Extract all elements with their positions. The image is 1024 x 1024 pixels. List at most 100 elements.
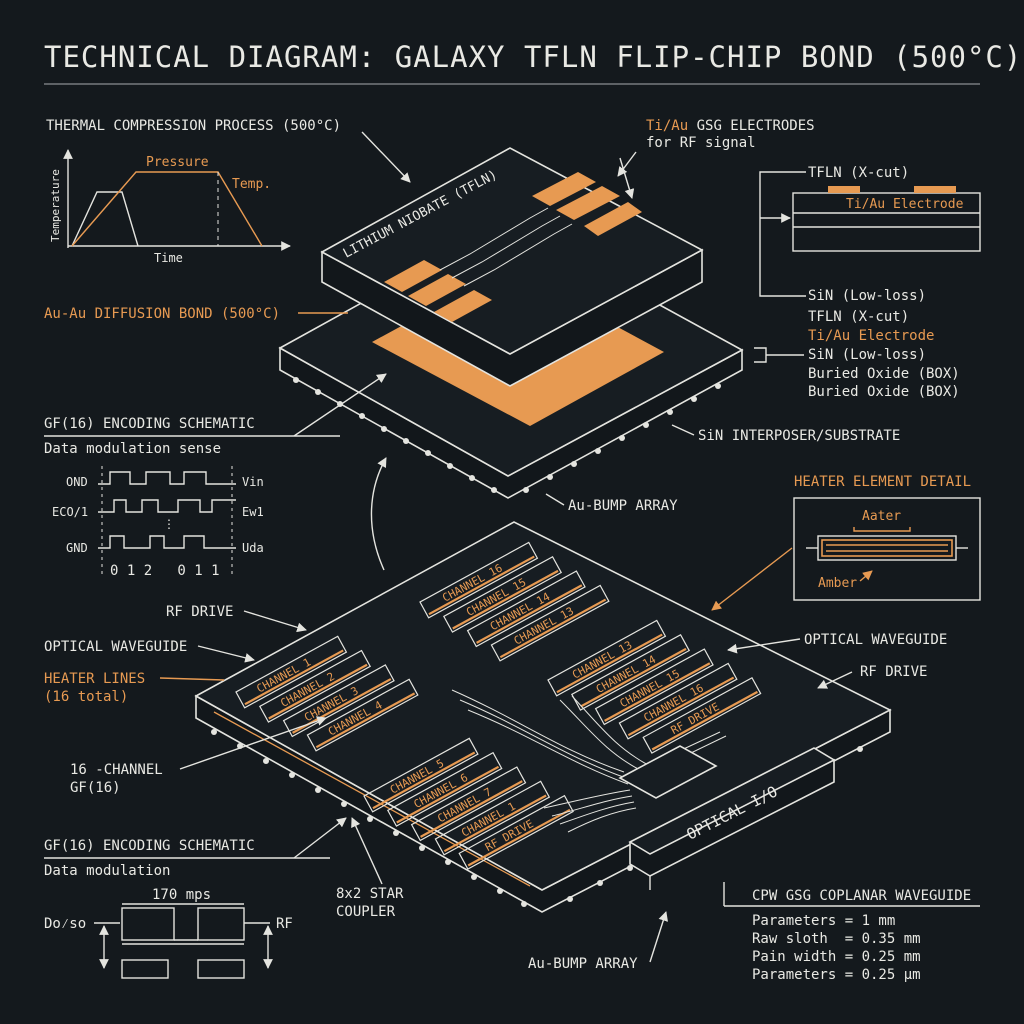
heater-detail-box [793,497,981,601]
temperature-curve [71,171,263,247]
channel-bar-mid-5 [458,794,574,870]
bump-array-bottom-leader [649,911,668,963]
stack-list-2: Ti/Au Electrode [808,328,934,344]
cpw-param-2: Raw sloth = 0.35 mm [752,931,921,947]
bump-array-top-leader [545,493,565,506]
electrode-trace-1 [439,207,549,271]
heater-detail-bottom-label: Amber [818,576,857,591]
heater-detail-top-label: Aater [862,509,901,524]
thermal-process-panel: THERMAL COMPRESSION PROCESS (500°C) Temp… [46,118,411,265]
gf16-bottom-title: GF(16) ENCODING SCHEMATIC [44,838,255,854]
gf16-schematic-top: GF(16) ENCODING SCHEMATIC Data modulatio… [44,373,387,579]
channel-bar-right-1 [547,619,667,697]
time-axis-label: Time [154,251,183,265]
waveform-1 [98,471,236,485]
heater-rail [213,711,531,887]
routing-traces [451,689,727,833]
layer-stack-panel: TFLN (X-cut) Ti/Au Electrode SiN (Low-lo… [754,165,981,400]
channel-bar-mid-1 [363,737,479,813]
cpw-param-1: Parameters = 1 mm [752,913,895,929]
waveguide-left-label: OPTICAL WAVEGUIDE [44,639,187,655]
waveform-3 [98,535,236,549]
stack-list-1: TFLN (X-cut) [808,309,909,325]
gf16-top-bits: 0 1 2 0 1 1 [110,563,220,579]
channel-bar-right-4 [618,662,738,740]
interposer-leader [671,424,695,436]
top-electrode-pad-2 [556,186,620,220]
channel-bar-right-3 [594,648,714,726]
electrode-trace-2 [451,215,561,279]
waveguide-right-label: OPTICAL WAVEGUIDE [804,632,947,648]
channel-bar-top-3 [466,570,586,648]
bump-array-top-label: Au-BUMP ARRAY [568,498,678,514]
channel-count-leader [179,716,327,770]
top-electrode-pad-1 [532,172,596,206]
waveform-2 [98,499,236,513]
temp-label: Temp. [232,177,271,192]
gf16-top-leader [293,373,387,437]
channel-bar-right-5 [642,676,762,754]
rf-drive-right-label: RF DRIVE [860,664,927,680]
thermal-process-leader [361,131,411,183]
top-electrode-pad-3 [584,202,642,236]
stack-tfln-label: TFLN (X-cut) [808,165,909,181]
interposer-label: SiN INTERPOSER/SUBSTRATE [698,428,900,444]
tfln-chip-top-face [320,147,704,355]
page-title: TECHNICAL DIAGRAM: GALAXY TFLN FLIP-CHIP… [44,40,1022,74]
gf16-top-left-1: OND [66,475,88,489]
main-pic-chip: CHANNEL 1 CHANNEL 2 CHANNEL 3 CHANNEL 4 … [194,521,892,913]
pressure-curve [71,191,139,247]
heater-detail-span [853,527,911,532]
channel-bar-left-2 [258,649,372,723]
stack-list-5: Buried Oxide (BOX) [808,384,960,400]
channel-bar-right-2 [570,633,691,711]
main-chip-bump-row [211,729,863,907]
heater-detail-leader [711,547,793,611]
main-chip-top-face [194,521,892,891]
gf16-top-right-1: Vin [242,475,264,489]
heater-detail-panel: HEATER ELEMENT DETAIL Aater Amber [711,474,981,611]
bottom-electrode-pad-3 [434,290,492,322]
channel-count-label-2: GF(16) [70,780,121,796]
channel-bar-left-1 [235,635,348,709]
cpw-title: CPW GSG COPLANAR WAVEGUIDE [752,888,971,904]
electrode-leader-1 [617,151,637,177]
cpw-param-4: Parameters = 0.25 μm [752,967,921,983]
gf16-top-left-3: GND [66,541,88,555]
waveguide-left-leader [197,645,255,663]
interposer-bump-row [293,377,721,493]
gf16-bottom-right-label: RF [276,916,293,932]
gf16-box-1 [121,907,175,941]
rf-drive-right-leader [817,671,853,689]
gf16-top-subtitle: Data modulation sense [44,441,221,457]
bond-label: Au-Au DIFFUSION BOND (500°C) [44,306,280,322]
star-coupler-leader [351,817,383,885]
gf16-schematic-bottom: GF(16) ENCODING SCHEMATIC Data modulatio… [44,817,347,979]
channel-bar-top-4 [490,584,610,662]
waveform-ellipsis: ⋮ [163,517,175,531]
gf16-top-right-2: Ew1 [242,505,264,519]
rf-drive-left-label: RF DRIVE [166,604,233,620]
heater-lines-total: (16 total) [44,689,128,705]
stack-list-4: Buried Oxide (BOX) [808,366,960,382]
bottom-electrode-pad-1 [384,260,442,292]
waveguide-right-leader [727,638,801,654]
gf16-bottom-left-label: Do⁄so [44,916,86,932]
stack-sin-label: SiN (Low-loss) [808,288,926,304]
channel-bar-left-4 [306,678,419,752]
gf16-box-3 [121,959,169,979]
channel-bar-mid-4 [434,780,551,856]
channel-count-label-1: 16 -CHANNEL [70,762,163,778]
star-coupler [618,745,718,799]
stack-box [792,192,981,252]
channel-bar-top-1 [419,541,539,619]
channel-bar-left-3 [282,664,395,738]
pressure-label: Pressure [146,155,209,170]
flip-arrow [370,457,387,571]
gf16-top-right-3: Uda [242,541,264,555]
heater-bottom-leader [859,570,873,582]
channel-bar-top-2 [442,555,563,633]
temperature-axis-label: Temperature [49,169,62,242]
electrode-trace-3 [463,223,573,287]
thermal-process-title: THERMAL COMPRESSION PROCESS (500°C) [46,118,341,134]
